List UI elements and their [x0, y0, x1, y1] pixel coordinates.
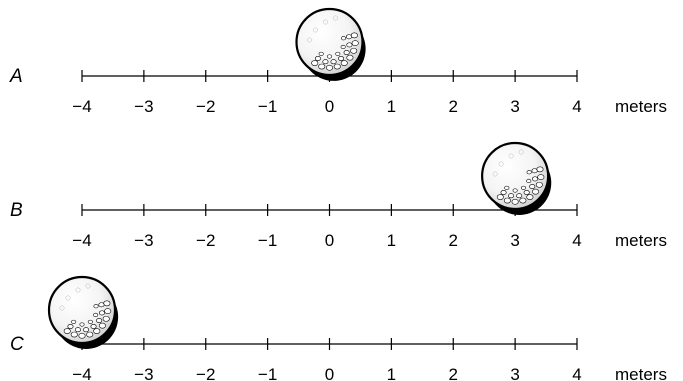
tick-label: 3: [510, 97, 519, 116]
tick-label: −2: [196, 365, 215, 381]
tick-label: −2: [196, 231, 215, 250]
row-label: B: [10, 200, 23, 221]
number-line-c: C −4 −3 −2 −1 0 1 2 3 4 meters: [10, 275, 667, 381]
tick-label: −4: [72, 231, 91, 250]
tick-label: −2: [196, 97, 215, 116]
row-label: A: [9, 66, 23, 87]
tick-label: −1: [258, 97, 277, 116]
tick-label: 0: [325, 97, 334, 116]
tick-label: 3: [510, 365, 519, 381]
tick-label: 2: [449, 231, 458, 250]
unit-label: meters: [615, 365, 667, 381]
tick-label: −3: [134, 97, 153, 116]
tick-label: −3: [134, 365, 153, 381]
tick-label: −3: [134, 231, 153, 250]
tick-label: 1: [387, 365, 396, 381]
golf-ball-icon: [295, 7, 366, 81]
tick-label: 0: [325, 365, 334, 381]
tick-label: 0: [325, 231, 334, 250]
tick-label: −4: [72, 365, 91, 381]
number-line-b: B −4 −3 −2 −1 0 1 2 3 4 meters: [10, 141, 667, 250]
unit-label: meters: [615, 231, 667, 250]
tick-label: 4: [572, 365, 581, 381]
tick-label: −4: [72, 97, 91, 116]
tick-label: −1: [258, 365, 277, 381]
number-line-a: A −4 −3 −2 −1 0 1 2 3 4 meters: [9, 7, 667, 116]
row-label: C: [10, 334, 24, 355]
tick-label: 1: [387, 97, 396, 116]
golf-ball-icon: [47, 275, 119, 349]
tick-label: 1: [387, 231, 396, 250]
tick-label: 2: [449, 365, 458, 381]
golf-ball-icon: [481, 141, 552, 215]
unit-label: meters: [615, 97, 667, 116]
tick-label: 4: [572, 231, 581, 250]
tick-label: −1: [258, 231, 277, 250]
tick-label: 4: [572, 97, 581, 116]
tick-label: 2: [449, 97, 458, 116]
tick-label: 3: [510, 231, 519, 250]
